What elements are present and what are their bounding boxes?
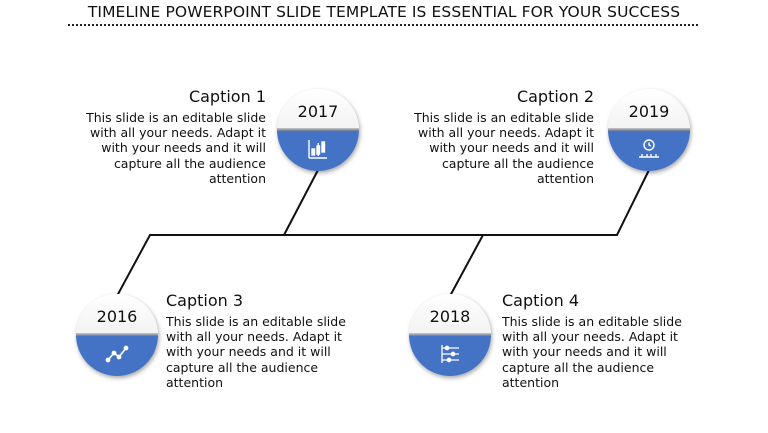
caption-2-text: This slide is an editable slide with all… [414, 110, 594, 186]
candlestick-chart-icon [308, 140, 327, 159]
caption-1-title: Caption 1 [188, 87, 266, 106]
milestone-year: 2019 [628, 102, 670, 121]
milestone-node-2018: 2018 [409, 294, 491, 376]
caption-4-text: This slide is an editable slide with all… [502, 314, 682, 390]
caption-3-title: Caption 3 [166, 291, 244, 310]
milestone-node-2016: 2016 [76, 294, 158, 376]
caption-4-title: Caption 4 [502, 291, 580, 310]
caption-2-title: Caption 2 [516, 87, 594, 106]
milestone-node-2017: 2017 [277, 89, 359, 171]
slide-title: TIMELINE POWERPOINT SLIDE TEMPLATE IS ES… [87, 3, 681, 21]
line-chart-icon [105, 345, 129, 363]
connector-2017 [283, 169, 319, 236]
sliders-icon [441, 345, 459, 363]
title-dotted-rule [68, 24, 698, 26]
milestone-year: 2016 [96, 307, 138, 326]
clock-timeline-icon [639, 139, 659, 158]
caption-3-text: This slide is an editable slide with all… [166, 314, 346, 390]
caption-1-text: This slide is an editable slide with all… [86, 110, 266, 186]
milestone-node-2019: 2019 [608, 89, 690, 171]
connector-2018 [449, 234, 484, 297]
timeline-main-path [116, 169, 650, 297]
milestone-year: 2018 [429, 307, 471, 326]
milestone-year: 2017 [297, 102, 339, 121]
